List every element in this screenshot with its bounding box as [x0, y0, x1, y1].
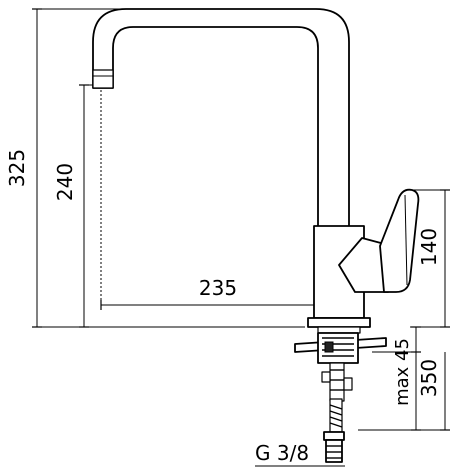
hose-connector: [325, 439, 343, 463]
lever-handle: [379, 188, 420, 293]
nut-slot: [324, 341, 334, 353]
spout-reach-label: 235: [199, 276, 237, 300]
hose-length-label: 350: [417, 359, 441, 397]
lever-height-label: 140: [417, 228, 441, 266]
hose-nut: [323, 431, 345, 441]
spout-aerator: [92, 69, 114, 89]
spout: [92, 8, 350, 231]
base-ring: [307, 317, 371, 328]
max-deck-thickness-label: max 45: [392, 338, 413, 406]
connection-thread-label: G 3/8: [255, 441, 309, 465]
spout-height-label: 240: [53, 163, 77, 201]
threaded-stud: [329, 362, 345, 402]
total-height-label: 325: [5, 149, 29, 187]
faucet: [92, 8, 420, 463]
dimension-lines: [32, 8, 450, 467]
